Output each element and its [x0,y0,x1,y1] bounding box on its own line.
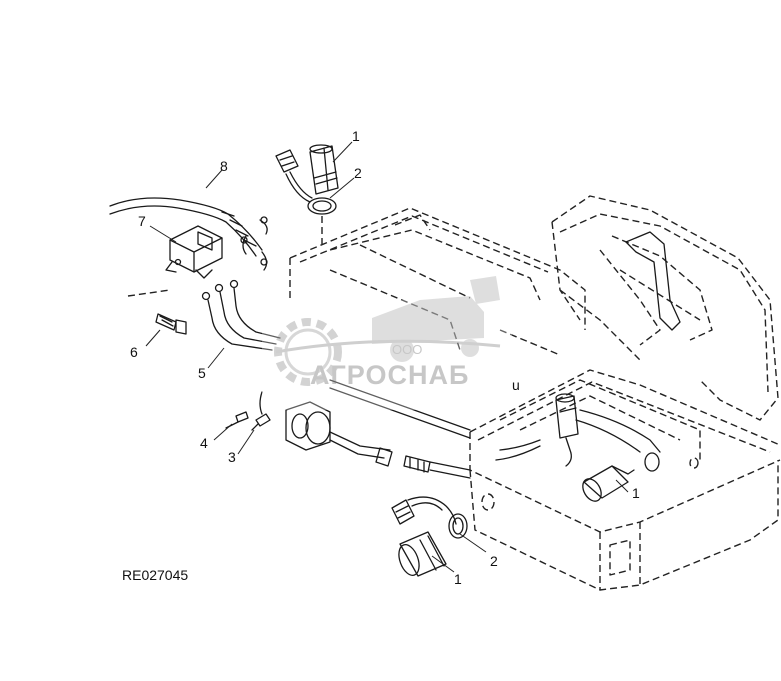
housing-outline [289,207,586,356]
relay [165,225,223,279]
callout-harness: 8 [220,158,228,174]
callout-wire-leads: 5 [198,365,206,381]
callout-bolt: 6 [130,344,138,360]
watermark-company-name: АГРОСНАБ [310,360,469,390]
terminal [251,391,271,431]
callout-top-seal: 2 [354,165,362,181]
switch-assembly [285,379,471,479]
callout-box-label: u [512,377,520,393]
top-plug-assembly [275,144,339,244]
callout-relay: 7 [138,213,146,229]
callout-box-plug: 1 [632,485,640,501]
callout-bottom-plug: 1 [454,571,462,587]
wiring-harness [109,197,268,271]
bolt [127,289,187,335]
callout-screw: 4 [200,435,208,451]
callout-bottom-seal: 2 [490,553,498,569]
wire-leads [201,279,281,351]
bottom-plug-assembly [391,496,468,577]
box-plug-assembly [495,393,661,502]
callout-terminal: 3 [228,449,236,465]
leader-lines [145,141,629,573]
watermark-company-prefix: ООО [392,342,422,357]
battery-box-outline [469,195,781,591]
watermark-logo: ООО АГРОСНАБ [262,276,512,410]
screw [225,411,249,429]
figure-reference-code: RE027045 [122,567,188,583]
callout-top-plug: 1 [352,128,360,144]
